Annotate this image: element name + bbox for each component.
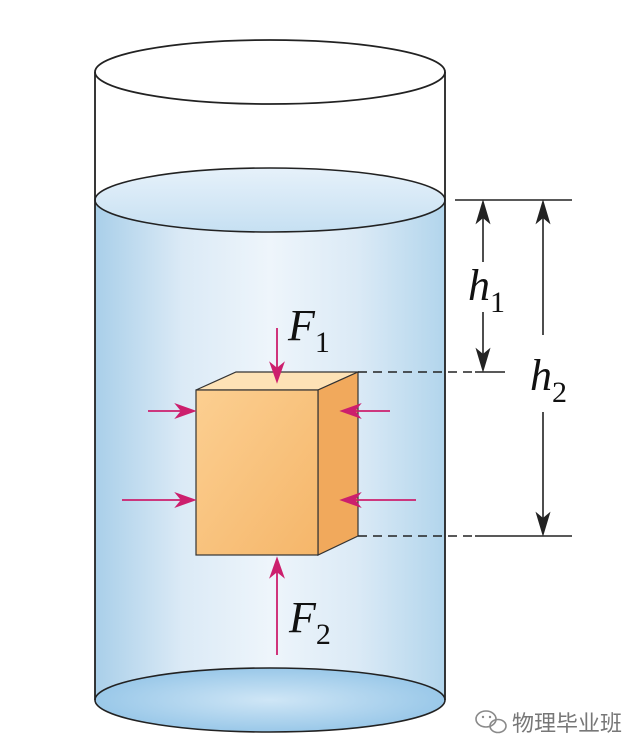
cylinder-top-rim [94, 39, 446, 105]
force-arrow-top-down [269, 328, 285, 384]
water-surface [94, 167, 446, 233]
label-h2-main: h [530, 351, 552, 400]
label-h1: h1 [468, 261, 505, 319]
force-arrow-right-lower [339, 492, 416, 508]
label-f1-sub: 1 [315, 326, 330, 359]
label-f1-main: F [287, 301, 316, 350]
force-arrow-left-lower [122, 492, 197, 508]
force-arrow-bottom-up [269, 556, 285, 655]
cylinder-bottom [94, 667, 446, 733]
label-f1: F1 [287, 301, 330, 359]
label-h1-main: h [468, 261, 490, 310]
label-f2-main: F [288, 593, 317, 642]
watermark: 物理毕业班 [475, 710, 622, 737]
label-h2: h2 [530, 351, 567, 409]
force-arrow-left-upper [148, 403, 197, 419]
force-arrows [122, 328, 416, 655]
label-f2-sub: 2 [316, 618, 331, 651]
label-h2-sub: 2 [552, 376, 567, 409]
h1-dimension-arrow [475, 199, 491, 373]
cube-side-face [317, 371, 359, 556]
h2-dimension-arrow [535, 199, 551, 537]
label-h1-sub: 1 [490, 286, 505, 319]
label-f2: F2 [288, 593, 331, 651]
wechat-icon [475, 710, 507, 734]
force-arrow-right-upper [339, 403, 390, 419]
cube-front-face [195, 389, 319, 556]
watermark-text: 物理毕业班 [512, 712, 622, 737]
submerged-cube [195, 371, 359, 556]
